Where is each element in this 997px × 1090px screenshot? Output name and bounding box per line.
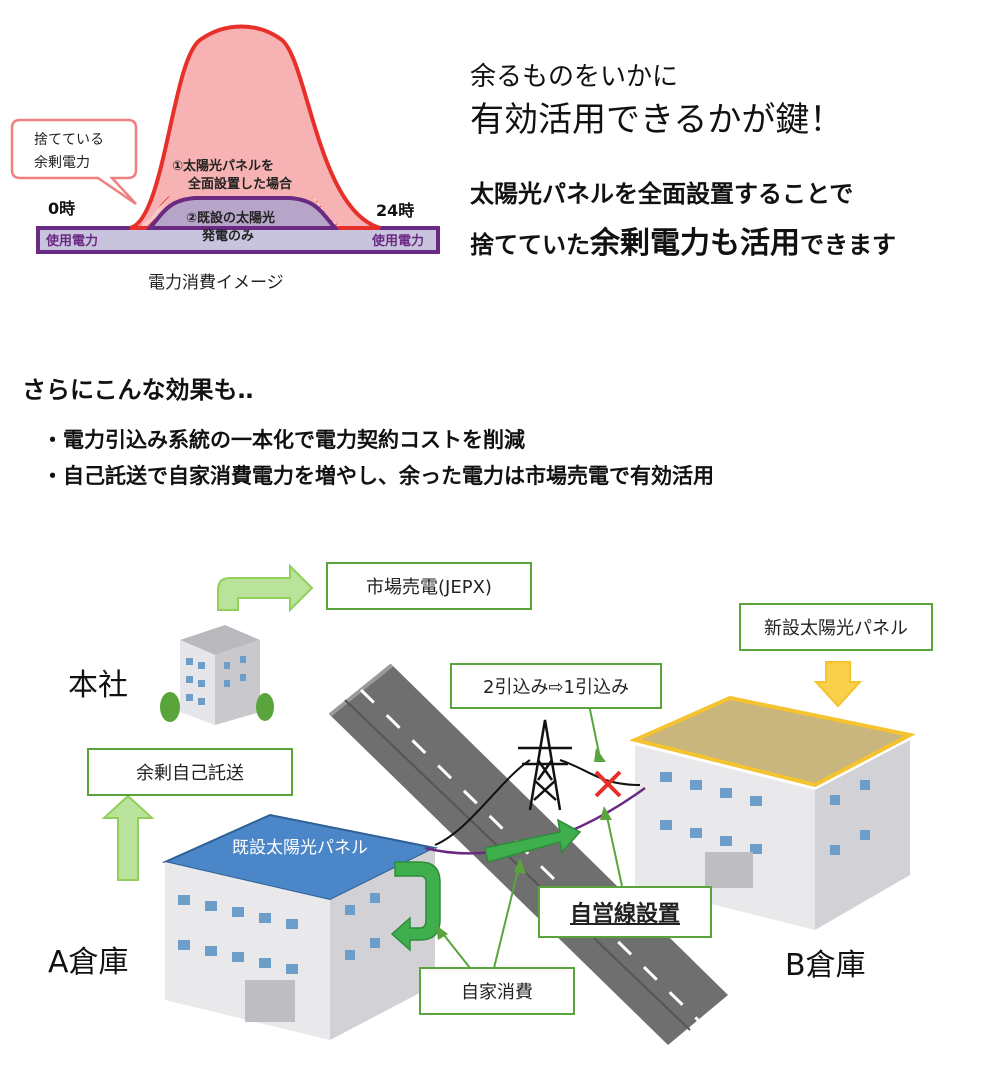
existing-panel-label: 既設太陽光パネル <box>232 838 368 858</box>
red-curve-label-1: ①太陽光パネルを <box>172 158 274 174</box>
headline-line-3: 太陽光パネルを全面設置することで <box>470 180 854 208</box>
intake-box: 2引込み⇨1引込み <box>450 663 662 709</box>
purple-curve-label-1: ②既設の太陽光 <box>186 210 275 226</box>
system-diagram: 既設太陽光パネル 本社 A倉庫 B倉庫 <box>48 563 916 1045</box>
warehouse-a-label: A倉庫 <box>48 945 129 980</box>
new-panel-arrow <box>813 661 863 708</box>
self-consumption-arrow <box>390 861 441 952</box>
callout-line-1: 捨てている <box>34 131 104 148</box>
headline-line-4-pre: 捨てていた <box>470 231 590 259</box>
purple-curve-label-2: 発電のみ <box>201 228 254 244</box>
power-consumption-chart: 捨てている 余剰電力 ①太陽光パネルを 全面設置した場合 ②既設の太陽光 発電の… <box>10 24 440 293</box>
effects-heading: さらにこんな効果も‥ <box>22 376 254 404</box>
self-consumption-box: 自家消費 <box>419 967 575 1015</box>
effects-bullet-2: ・自己託送で自家消費電力を増やし、余った電力は市場売電で有効活用 <box>42 464 714 488</box>
grid-wire <box>434 759 641 846</box>
power-tower-icon <box>518 719 572 811</box>
label-24h: 24時 <box>376 201 414 220</box>
red-curve-label-2: 全面設置した場合 <box>187 176 293 192</box>
disconnect-x-icon <box>594 770 622 798</box>
headline-line-4-post: できます <box>800 231 896 259</box>
transmission-arrow <box>484 818 582 863</box>
usage-label-left: 使用電力 <box>45 233 98 249</box>
usage-label-right: 使用電力 <box>371 233 424 249</box>
callout-box <box>10 118 138 206</box>
headline-line-2: 有効活用できるかが鍵！ <box>470 100 844 140</box>
self-wheeling-arrow <box>101 794 155 881</box>
hq-label: 本社 <box>68 668 128 703</box>
market-sale-arrow <box>217 563 314 613</box>
headline-line-1: 余るものをいかに <box>470 62 679 92</box>
headline-line-4: 捨てていた余剰電力も活用できます <box>470 218 896 262</box>
new-panel-box: 新設太陽光パネル <box>739 603 933 651</box>
callout-line-2: 余剰電力 <box>34 154 90 171</box>
market-sale-box: 市場売電(JEPX) <box>326 562 532 610</box>
private-line-box: 自営線設置 <box>538 886 712 938</box>
existing-solar-curve <box>145 196 340 230</box>
chart-caption: 電力消費イメージ <box>148 273 284 293</box>
label-0h: 0時 <box>48 199 75 218</box>
hq-building <box>160 625 274 725</box>
effects-bullet-1: ・電力引込み系統の一本化で電力契約コストを削減 <box>42 428 525 452</box>
warehouse-b-label: B倉庫 <box>785 948 866 983</box>
warehouse-a-building <box>161 813 439 1040</box>
warehouse-b-building <box>628 695 916 930</box>
full-solar-curve <box>129 24 381 230</box>
self-wheeling-box: 余剰自己託送 <box>87 748 293 796</box>
headline-line-4-emphasis: 余剰電力も活用 <box>590 226 800 261</box>
